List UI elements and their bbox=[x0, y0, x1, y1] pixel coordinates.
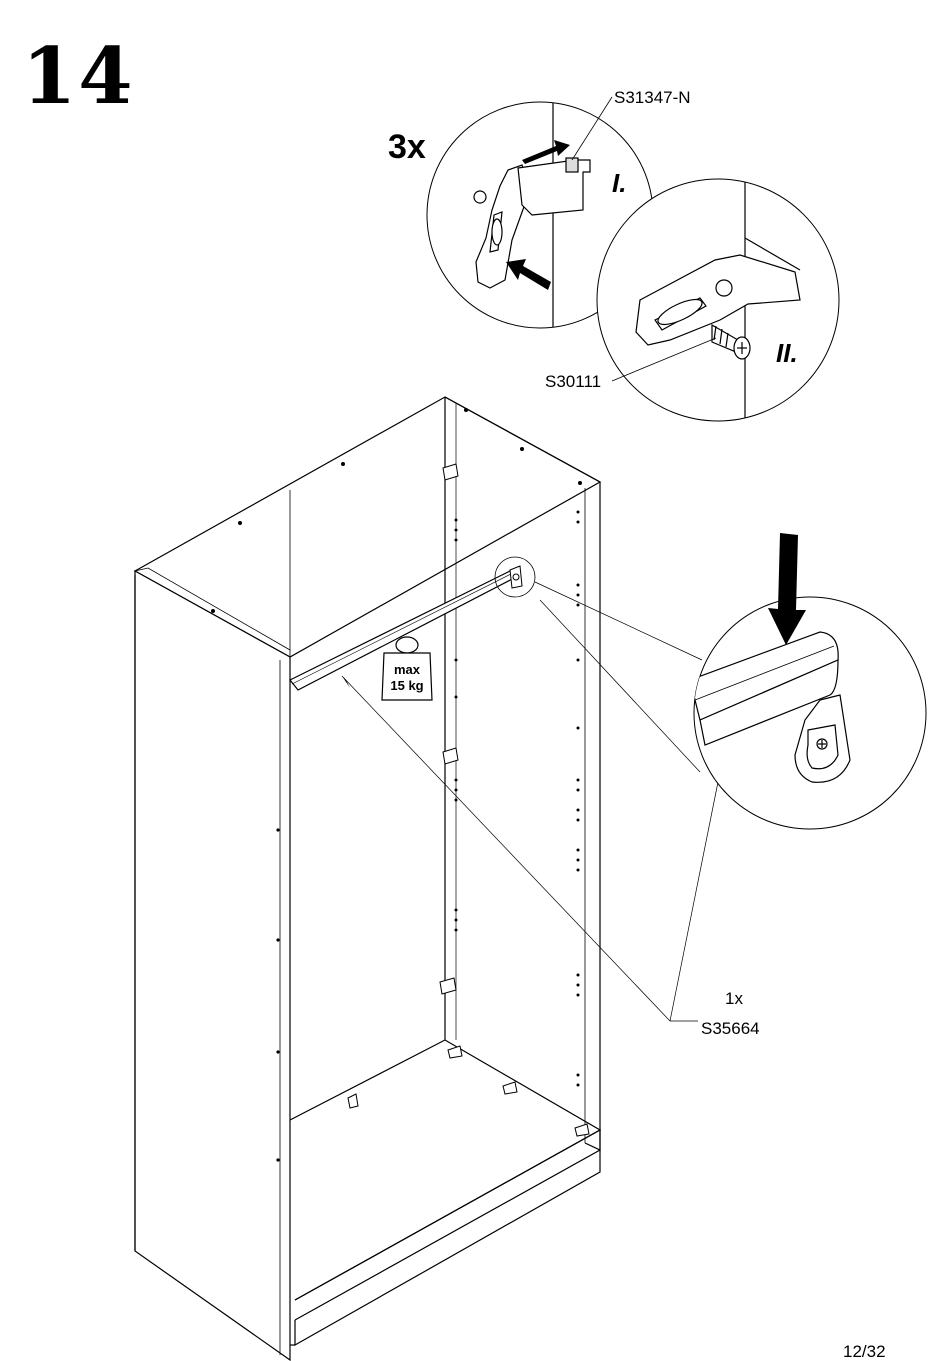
step-ii-label: II. bbox=[776, 338, 798, 368]
max-load-weight-icon: max 15 kg bbox=[382, 637, 432, 700]
weight-label-max: max bbox=[394, 662, 421, 677]
detail-circle-screw: II. bbox=[597, 179, 839, 421]
rail-part-number: S35664 bbox=[701, 1019, 760, 1038]
page-number: 12/32 bbox=[843, 1343, 886, 1360]
weight-label-kg: 15 kg bbox=[390, 678, 423, 693]
detail-circle-rail-holder bbox=[690, 533, 926, 829]
bracket-quantity: 3x bbox=[388, 128, 426, 166]
rail-quantity: 1x bbox=[725, 989, 743, 1008]
step-i-label: I. bbox=[612, 168, 626, 198]
screw-part-number: S30111 bbox=[545, 372, 601, 391]
wardrobe-carcass bbox=[135, 397, 600, 1360]
bracket-part-number: S31347-N bbox=[614, 88, 691, 107]
